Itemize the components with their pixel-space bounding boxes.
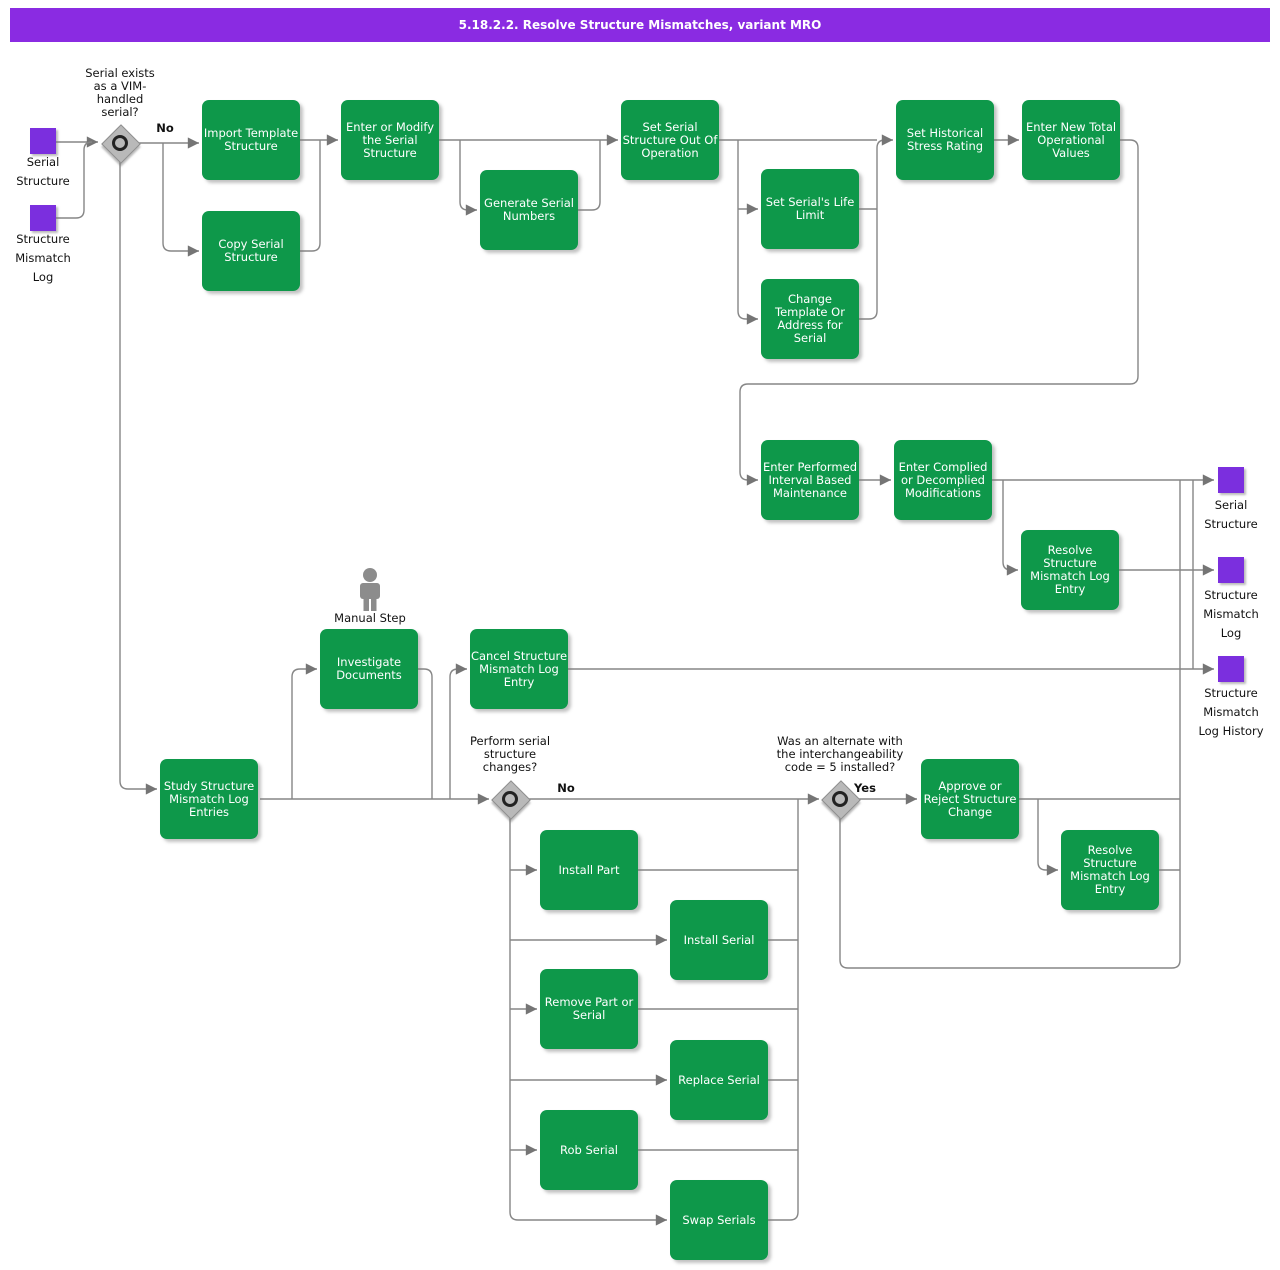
activity-label: Resolve Structure Mismatch Log Entry	[1030, 543, 1110, 596]
activity-remove-part-or-serial[interactable]: Remove Part or Serial	[540, 969, 638, 1049]
activity-study-structure-mismatch-log-entries[interactable]: Study Structure Mismatch Log Entries	[160, 759, 258, 839]
activity-resolve-structure-mismatch-log-entry-top[interactable]: Resolve Structure Mismatch Log Entry	[1021, 530, 1119, 610]
decision-alternate-interchangeability	[821, 780, 861, 820]
activity-enter-performed-interval-based-maintenance[interactable]: Enter Performed Interval Based Maintenan…	[761, 440, 859, 520]
activity-rob-serial[interactable]: Rob Serial	[540, 1110, 638, 1190]
decision-perform-changes-question: Perform serial structure changes?	[469, 734, 551, 774]
diagram-title: 5.18.2.2. Resolve Structure Mismatches, …	[458, 18, 822, 32]
activity-label: Import Template Structure	[203, 126, 299, 153]
serial-structure-label: Serial Structure	[16, 155, 70, 188]
activity-cancel-structure-mismatch-log-entry[interactable]: Cancel Structure Mismatch Log Entry	[470, 629, 568, 709]
edge-label-no-2: No	[557, 781, 575, 795]
activity-label: Set Serial Structure Out Of Operation	[622, 119, 718, 160]
activity-label: Remove Part or Serial	[544, 995, 634, 1022]
activity-enter-new-total-operational-values[interactable]: Enter New Total Operational Values	[1022, 100, 1120, 180]
manual-step-person-icon	[360, 568, 380, 611]
activity-label: Approve or Reject Structure Change	[923, 778, 1017, 819]
activity-label: Set Historical Stress Rating	[906, 126, 984, 153]
activity-copy-serial-structure[interactable]: Copy Serial Structure	[202, 211, 300, 291]
decision-circle-icon	[502, 791, 518, 807]
serial-structure-out-icon[interactable]	[1218, 467, 1244, 493]
structure-mismatch-log-out-icon[interactable]	[1218, 557, 1244, 583]
activity-resolve-structure-mismatch-log-entry-bottom[interactable]: Resolve Structure Mismatch Log Entry	[1061, 830, 1159, 910]
activity-label: Enter New Total Operational Values	[1025, 119, 1117, 160]
activity-label: Replace Serial	[678, 1072, 760, 1087]
activity-set-serial-structure-out-of-operation[interactable]: Set Serial Structure Out Of Operation	[621, 100, 719, 180]
structure-mismatch-log-out-label: Structure Mismatch Log	[1203, 588, 1259, 640]
edge-label-no-1: No	[156, 121, 174, 135]
decision-serial-exists	[101, 124, 141, 164]
diagram-title-bar: 5.18.2.2. Resolve Structure Mismatches, …	[10, 8, 1270, 42]
activity-label: Rob Serial	[559, 1142, 618, 1157]
activity-label: Swap Serials	[682, 1212, 756, 1227]
decision-serial-exists-question: Serial exists as a VIM- handled serial?	[85, 66, 155, 119]
activity-label: Cancel Structure Mismatch Log Entry	[470, 648, 568, 689]
activity-enter-complied-or-decomplied-modifications[interactable]: Enter Complied or Decomplied Modificatio…	[894, 440, 992, 520]
activity-import-template-structure[interactable]: Import Template Structure	[202, 100, 300, 180]
decision-circle-icon	[832, 791, 848, 807]
decision-perform-serial-structure-changes	[491, 780, 531, 820]
activity-label: Install Serial	[683, 932, 755, 947]
activity-set-historical-stress-rating[interactable]: Set Historical Stress Rating	[896, 100, 994, 180]
activity-set-serials-life-limit[interactable]: Set Serial's Life Limit	[761, 169, 859, 249]
activity-install-serial[interactable]: Install Serial	[670, 900, 768, 980]
activity-label: Change Template Or Address for Serial	[775, 292, 845, 345]
activity-label: Enter Performed Interval Based Maintenan…	[762, 459, 858, 500]
activity-approve-or-reject-structure-change[interactable]: Approve or Reject Structure Change	[921, 759, 1019, 839]
activity-label: Set Serial's Life Limit	[765, 195, 855, 222]
activity-label: Generate Serial Numbers	[484, 196, 574, 223]
structure-mismatch-log-history-label: Structure Mismatch Log History	[1198, 686, 1264, 738]
activity-generate-serial-numbers[interactable]: Generate Serial Numbers	[480, 170, 578, 250]
decision-alternate-question: Was an alternate with the interchangeabi…	[776, 734, 904, 774]
structure-mismatch-log-label: Structure Mismatch Log	[15, 232, 71, 284]
activity-label: Enter or Modify the Serial Structure	[345, 119, 435, 160]
edge-label-yes: Yes	[854, 781, 876, 795]
manual-step-label: Manual Step	[334, 611, 406, 625]
activity-label: Enter Complied or Decomplied Modificatio…	[898, 459, 988, 500]
serial-structure-icon[interactable]	[30, 128, 56, 154]
activity-label: Study Structure Mismatch Log Entries	[163, 778, 255, 819]
decision-circle-icon	[112, 135, 128, 151]
structure-mismatch-log-icon[interactable]	[30, 205, 56, 231]
activity-change-template-or-address-for-serial[interactable]: Change Template Or Address for Serial	[761, 279, 859, 359]
activity-investigate-documents[interactable]: Investigate Documents	[320, 629, 418, 709]
activity-replace-serial[interactable]: Replace Serial	[670, 1040, 768, 1120]
activity-label: Install Part	[558, 862, 620, 877]
activity-install-part[interactable]: Install Part	[540, 830, 638, 910]
activity-enter-or-modify-serial-structure[interactable]: Enter or Modify the Serial Structure	[341, 100, 439, 180]
activity-swap-serials[interactable]: Swap Serials	[670, 1180, 768, 1260]
activity-label: Investigate Documents	[336, 655, 402, 682]
activity-label: Resolve Structure Mismatch Log Entry	[1070, 843, 1150, 896]
structure-mismatch-log-history-icon[interactable]	[1218, 656, 1244, 682]
activity-label: Copy Serial Structure	[218, 237, 284, 264]
serial-structure-out-label: Serial Structure	[1204, 498, 1258, 531]
